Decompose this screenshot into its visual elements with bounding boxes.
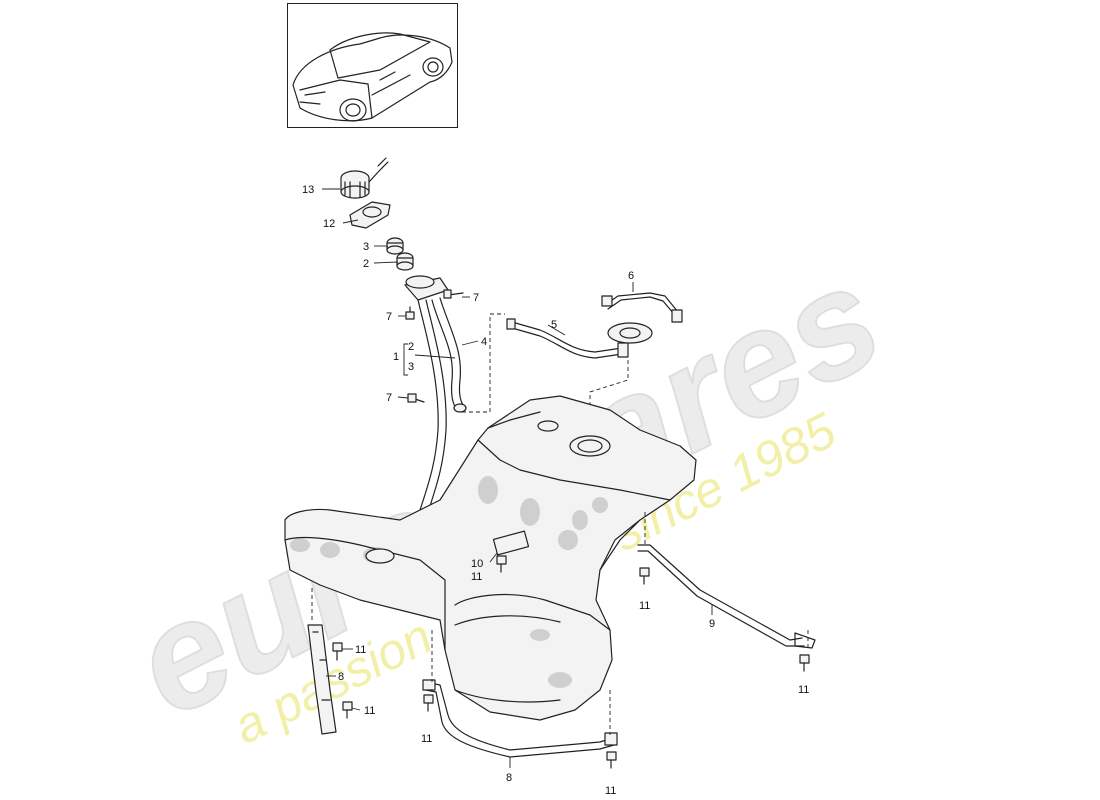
callout-11-strap9-end: 11 xyxy=(798,684,809,696)
bolt-11a xyxy=(332,642,343,661)
callout-8-bottom: 8 xyxy=(506,772,512,784)
callout-4: 4 xyxy=(481,336,487,348)
bolt-11b xyxy=(342,701,353,719)
leader-lines xyxy=(322,188,713,768)
tank-strap-8-bottom xyxy=(422,679,618,758)
grommet-2 xyxy=(396,252,414,271)
callout-2-upper: 2 xyxy=(363,258,369,270)
filler-seal-ring xyxy=(349,201,391,229)
vehicle-thumbnail xyxy=(287,3,458,128)
bolt-11f xyxy=(423,694,434,712)
tank-strap-8-left xyxy=(307,624,337,735)
callout-3-upper: 3 xyxy=(363,241,369,253)
callout-7-upper: 7 xyxy=(473,292,479,304)
callouts: 13 12 3 2 7 7 7 4 5 6 1 2 3 10 11 11 9 1… xyxy=(302,184,809,797)
bolt-11c xyxy=(496,555,507,573)
callout-1: 1 xyxy=(393,351,399,363)
bolt-11e xyxy=(799,654,810,672)
bolt-7b xyxy=(405,306,415,320)
fuel-tank xyxy=(284,395,697,721)
vent-hose xyxy=(601,292,683,344)
callout-11-bottom-left: 11 xyxy=(421,733,432,745)
grommet-3 xyxy=(386,237,404,255)
callout-11-left-upper: 11 xyxy=(355,644,366,656)
callout-7-left: 7 xyxy=(386,311,392,323)
callout-11-bottom-right: 11 xyxy=(605,785,616,797)
callout-11-left-lower: 11 xyxy=(364,705,375,717)
callout-8-left: 8 xyxy=(338,671,344,683)
callout-13: 13 xyxy=(302,184,314,196)
tank-strap-9 xyxy=(637,544,816,649)
callout-7-lower: 7 xyxy=(386,392,392,404)
bolt-7c xyxy=(407,393,425,403)
callout-11-clip: 11 xyxy=(471,571,482,583)
bolt-11g xyxy=(606,751,617,769)
callout-12: 12 xyxy=(323,218,335,230)
callout-3-group: 3 xyxy=(408,361,414,373)
callout-6: 6 xyxy=(628,270,634,282)
bolt-11d xyxy=(639,567,650,585)
bolt-7a xyxy=(443,289,464,299)
sports-car-icon xyxy=(292,32,453,122)
filler-cap xyxy=(340,157,389,199)
callout-2-group: 2 xyxy=(408,341,414,353)
callout-11-strap9-top: 11 xyxy=(639,600,650,612)
callout-9: 9 xyxy=(709,618,715,630)
callout-5: 5 xyxy=(551,319,557,331)
callout-10: 10 xyxy=(471,558,483,570)
